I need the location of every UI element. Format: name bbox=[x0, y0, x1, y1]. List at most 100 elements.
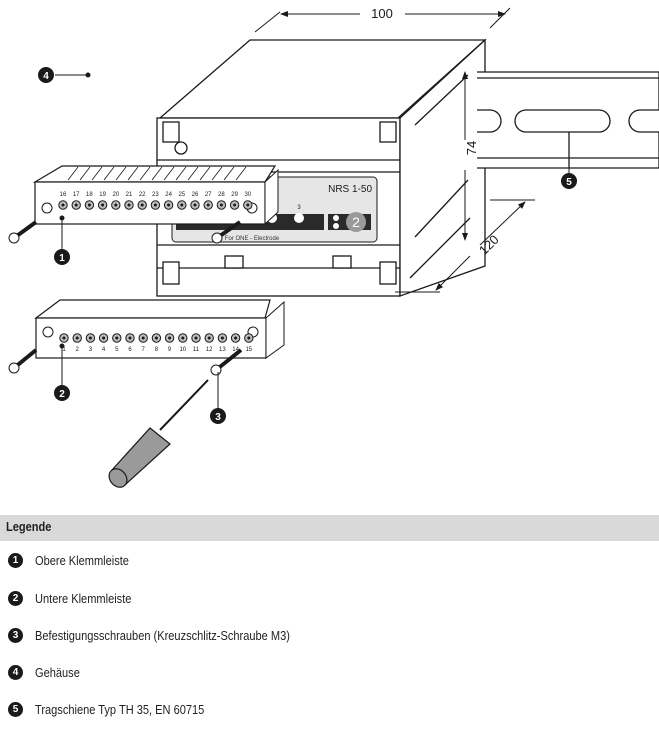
svg-text:4: 4 bbox=[43, 71, 49, 82]
terminal-screw-center bbox=[181, 336, 185, 340]
terminal-screw-center bbox=[114, 203, 118, 207]
dimension-depth bbox=[395, 199, 535, 293]
terminal-number: 30 bbox=[244, 192, 251, 198]
legend-title: Legende bbox=[6, 519, 52, 534]
svg-text:2: 2 bbox=[59, 389, 65, 400]
terminal-number: 4 bbox=[102, 347, 106, 353]
legend-item-label: Tragschiene Typ TH 35, EN 60715 bbox=[35, 701, 205, 717]
legend-item: 4 Gehäuse bbox=[8, 660, 88, 684]
screwdriver-icon bbox=[108, 379, 209, 488]
terminal-screw-center bbox=[115, 336, 119, 340]
svg-text:3: 3 bbox=[215, 412, 221, 423]
terminal-number: 23 bbox=[152, 192, 159, 198]
callout-badge-icon: 4 bbox=[8, 664, 23, 680]
exploded-assembly-diagram: 100 NRS 1-50 For ONE - Ele bbox=[8, 6, 659, 488]
svg-text:1: 1 bbox=[59, 253, 65, 264]
terminal-number: 22 bbox=[139, 192, 146, 198]
terminal-number: 6 bbox=[128, 347, 132, 353]
terminal-screw-center bbox=[153, 203, 157, 207]
terminal-screw-center bbox=[75, 336, 79, 340]
din-rail bbox=[477, 71, 659, 169]
legend-item-label: Gehäuse bbox=[35, 664, 80, 680]
terminal-screw-center bbox=[62, 336, 66, 340]
device-display-digit: 2 bbox=[352, 214, 360, 230]
callout-5: 5 bbox=[561, 173, 577, 189]
terminal-number: 27 bbox=[205, 192, 212, 198]
legend-item: 2 Untere Klemmleiste bbox=[8, 586, 148, 610]
terminal-screw-center bbox=[207, 336, 211, 340]
terminal-screw-center bbox=[206, 203, 210, 207]
screw-icon bbox=[8, 220, 243, 376]
terminal-screw-center bbox=[247, 336, 251, 340]
terminal-screw-center bbox=[101, 203, 105, 207]
terminal-number: 19 bbox=[99, 192, 106, 198]
terminal-screw-center bbox=[234, 336, 238, 340]
callout-1: 1 bbox=[54, 249, 70, 265]
terminal-number: 24 bbox=[165, 192, 172, 198]
terminal-screw-center bbox=[168, 336, 172, 340]
terminal-number: 8 bbox=[155, 347, 159, 353]
terminal-number: 21 bbox=[126, 192, 133, 198]
dimension-width-label: 100 bbox=[371, 6, 393, 21]
callout-badge-icon: 3 bbox=[8, 627, 23, 643]
terminal-screw-center bbox=[180, 203, 184, 207]
terminal-number: 11 bbox=[193, 347, 200, 353]
terminal-number: 7 bbox=[142, 347, 146, 353]
terminal-number: 1 bbox=[62, 347, 66, 353]
device-model-label: NRS 1-50 bbox=[328, 184, 372, 195]
device-electrode-label: For ONE - Electrode bbox=[225, 236, 280, 242]
dimension-height-label: 74 bbox=[464, 141, 479, 155]
terminal-screw-center bbox=[102, 336, 106, 340]
callout-4: 4 bbox=[38, 67, 54, 83]
device-terminal-label: 3 bbox=[297, 205, 301, 211]
terminal-number: 26 bbox=[192, 192, 199, 198]
terminal-screw-center bbox=[154, 336, 158, 340]
terminal-number: 5 bbox=[115, 347, 119, 353]
legend-item-label: Obere Klemmleiste bbox=[35, 552, 129, 568]
terminal-screw-center bbox=[194, 336, 198, 340]
terminal-number: 3 bbox=[89, 347, 93, 353]
terminal-number: 13 bbox=[219, 347, 226, 353]
terminal-number: 10 bbox=[179, 347, 186, 353]
legend-item: 3 Befestigungsschrauben (Kreuzschlitz-Sc… bbox=[8, 623, 335, 647]
callout-badge-icon: 1 bbox=[8, 552, 23, 568]
legend-item-label: Befestigungsschrauben (Kreuzschlitz-Schr… bbox=[35, 627, 290, 643]
terminal-number: 29 bbox=[231, 192, 238, 198]
callout-badge-icon: 5 bbox=[8, 701, 23, 717]
legend-item: 1 Obere Klemmleiste bbox=[8, 548, 146, 572]
terminal-number: 2 bbox=[76, 347, 80, 353]
terminal-screw-center bbox=[246, 203, 250, 207]
callout-3: 3 bbox=[210, 408, 226, 424]
terminal-number: 28 bbox=[218, 192, 225, 198]
terminal-number: 12 bbox=[206, 347, 213, 353]
callout-badge-icon: 2 bbox=[8, 590, 23, 606]
terminal-number: 18 bbox=[86, 192, 93, 198]
terminal-screw-center bbox=[167, 203, 171, 207]
legend-item-label: Untere Klemmleiste bbox=[35, 590, 132, 606]
terminal-screw-center bbox=[88, 336, 92, 340]
terminal-number: 9 bbox=[168, 347, 172, 353]
terminal-number: 20 bbox=[112, 192, 119, 198]
terminal-screw-center bbox=[219, 203, 223, 207]
terminal-number: 25 bbox=[178, 192, 185, 198]
dimension-width bbox=[254, 7, 511, 33]
terminal-screw-center bbox=[193, 203, 197, 207]
svg-text:5: 5 bbox=[566, 177, 572, 188]
legend-item: 5 Tragschiene Typ TH 35, EN 60715 bbox=[8, 697, 234, 721]
callout-2: 2 bbox=[54, 385, 70, 401]
terminal-number: 14 bbox=[232, 347, 239, 353]
terminal-screw-center bbox=[87, 203, 91, 207]
terminal-screw-center bbox=[128, 336, 132, 340]
terminal-screw-center bbox=[127, 203, 131, 207]
terminal-screw-center bbox=[141, 336, 145, 340]
legend-header: Legende bbox=[0, 515, 659, 541]
terminal-screw-center bbox=[140, 203, 144, 207]
terminal-screw-center bbox=[61, 203, 65, 207]
terminal-screw-center bbox=[233, 203, 237, 207]
terminal-screw-center bbox=[74, 203, 78, 207]
terminal-number: 15 bbox=[245, 347, 252, 353]
terminal-number: 17 bbox=[73, 192, 80, 198]
terminal-screw-center bbox=[220, 336, 224, 340]
